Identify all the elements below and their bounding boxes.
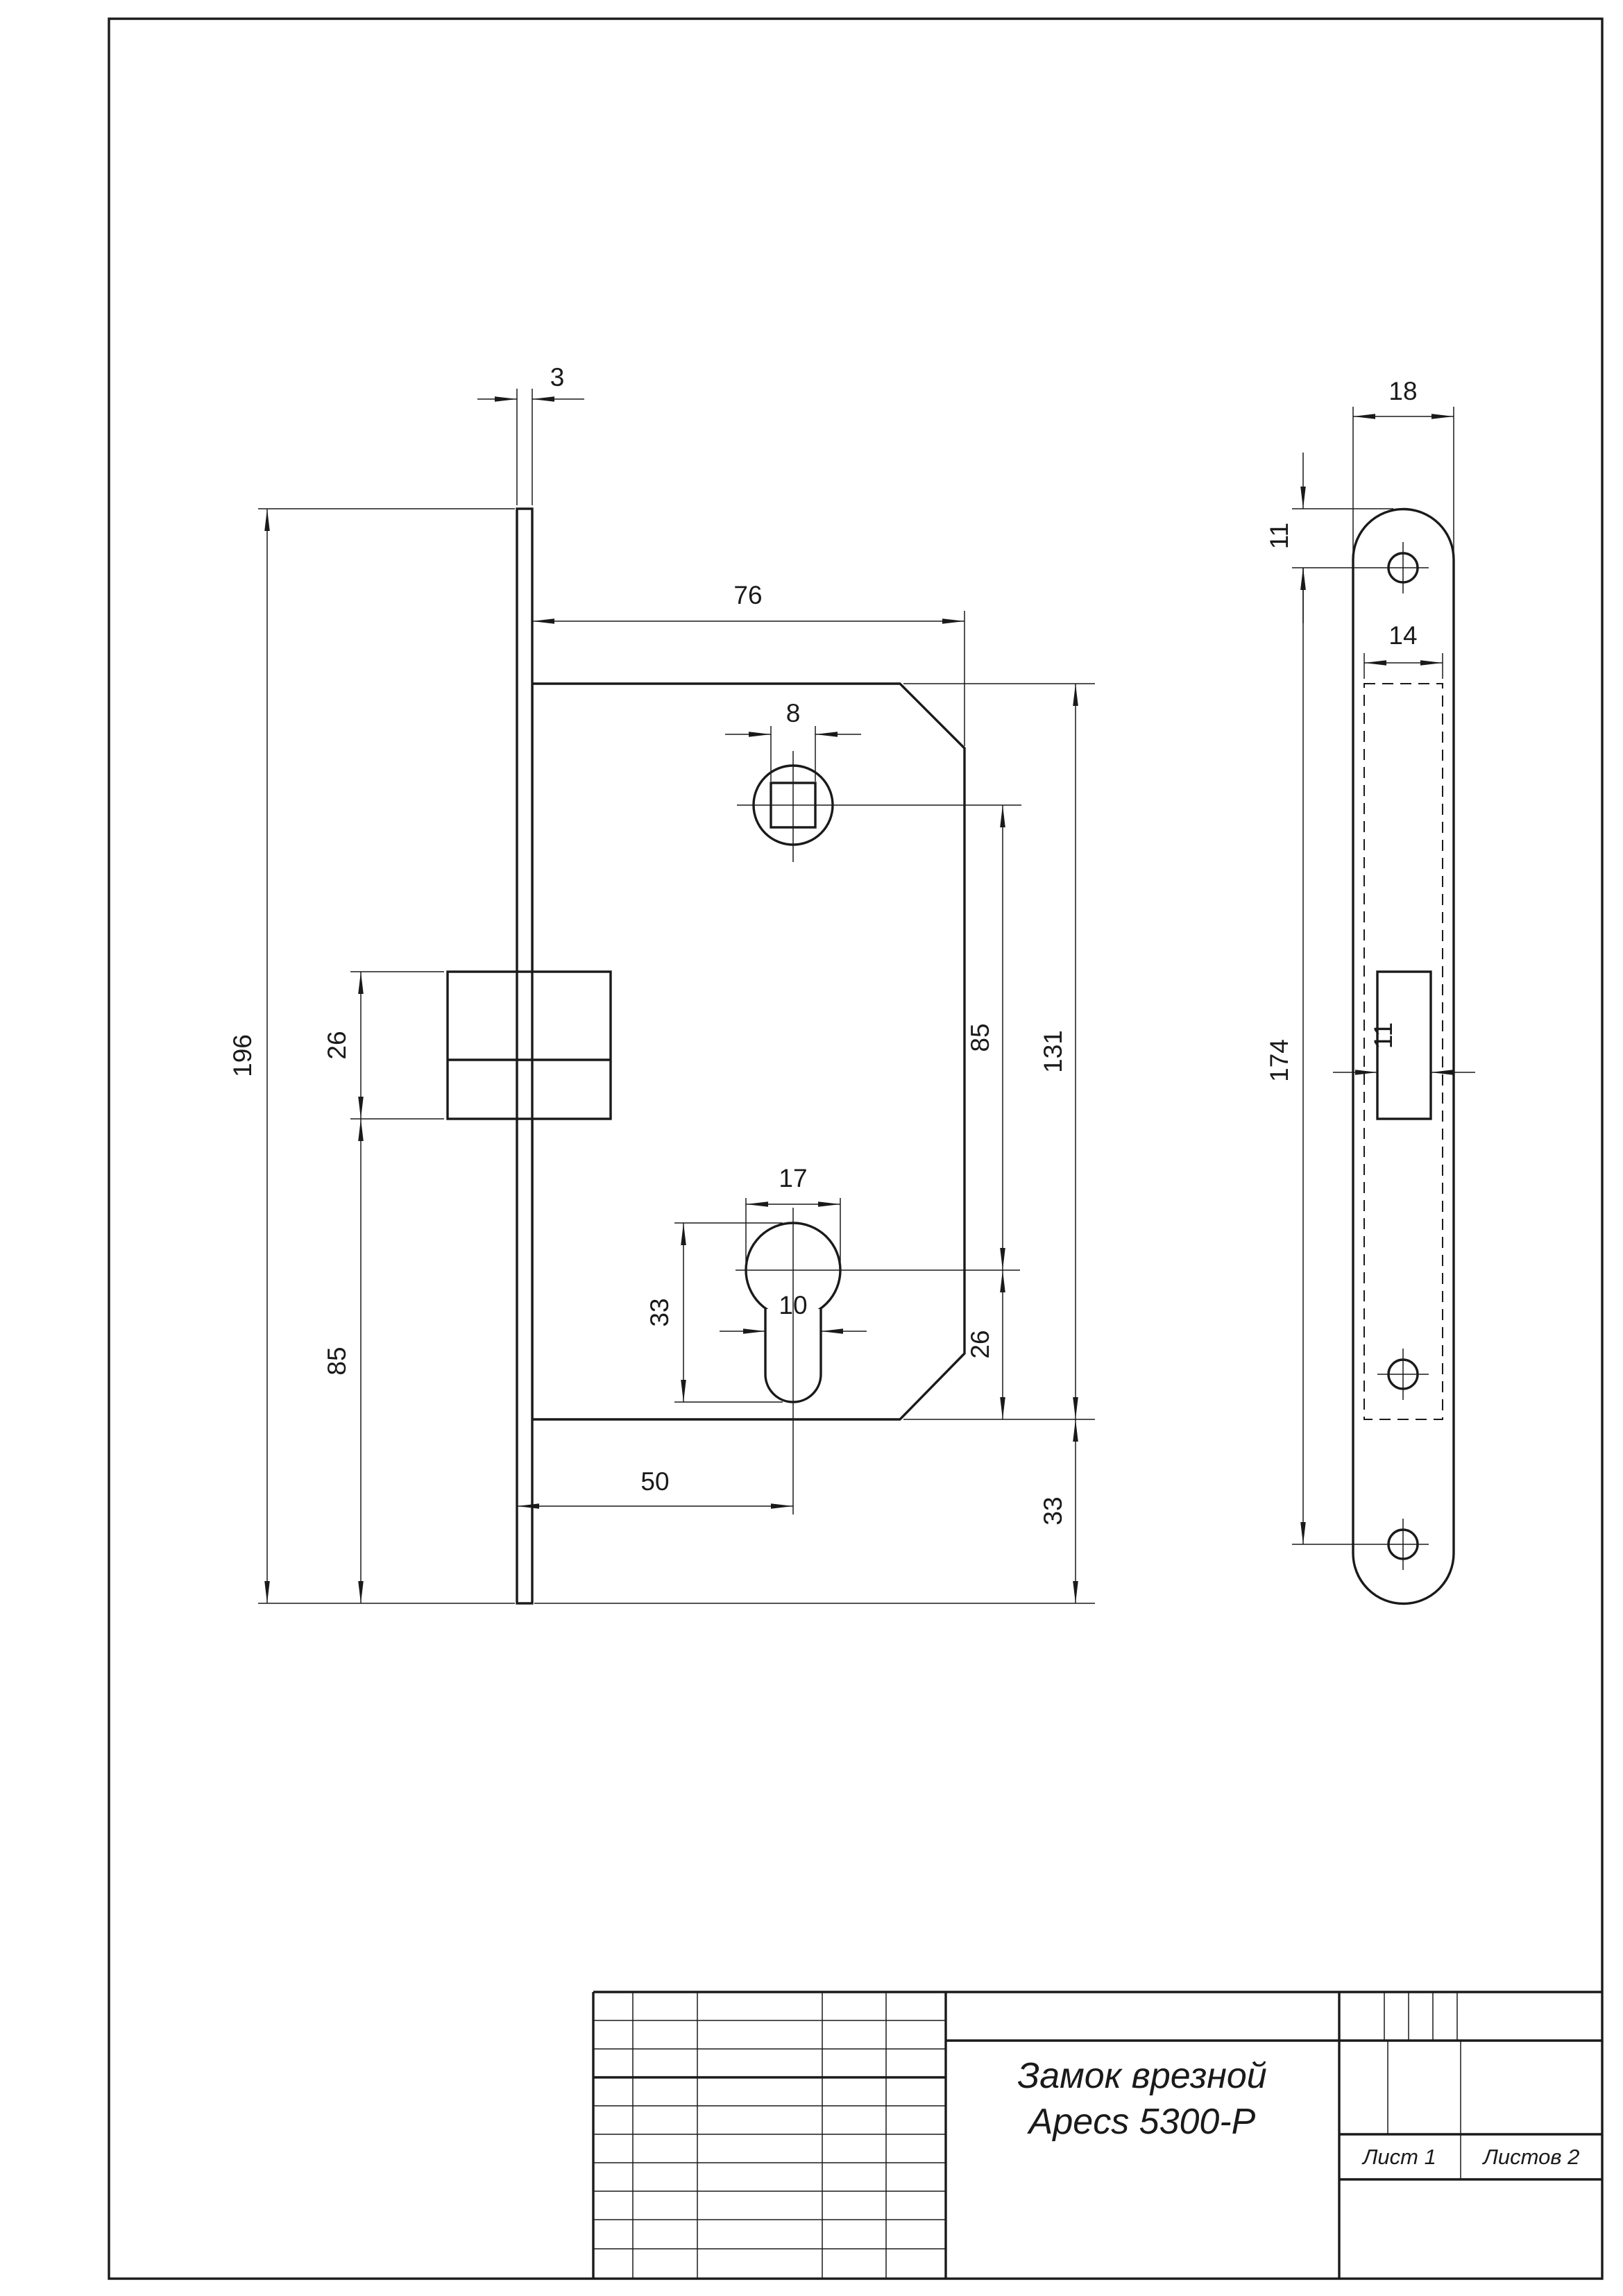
- faceplate-dimension-lines: [1300, 414, 1475, 1544]
- dim-latch-to-plate-bottom: 85: [323, 1347, 351, 1375]
- front-view-extension-lines: [258, 389, 1095, 1604]
- dim-faceplate-width: 18: [1388, 377, 1417, 405]
- dim-body-height: 131: [1039, 1030, 1067, 1073]
- mounting-hole-top: [1377, 542, 1429, 593]
- front-view: 3 76 8 196 26 85 85 131 17 33 10 26 50 3…: [228, 363, 1095, 1605]
- faceplate-extension-lines: [1292, 407, 1454, 1545]
- title-block: Замок врезной Apecs 5300-P Лист 1 Листов…: [592, 1991, 1602, 2279]
- dim-top-hole-offset: 11: [1265, 523, 1293, 549]
- dim-hole-spacing: 174: [1265, 1039, 1293, 1082]
- faceplate-dimension-labels: 18 11 14 174 11: [1265, 377, 1418, 1082]
- dim-cutout-width: 14: [1388, 621, 1417, 650]
- dim-body-to-plate-bottom: 33: [1039, 1496, 1067, 1525]
- sheet-count-label: Листов 2: [1482, 2145, 1580, 2169]
- dim-keyhole-height: 33: [645, 1298, 674, 1326]
- dim-cylinder-to-body-bottom: 26: [966, 1330, 994, 1358]
- mounting-hole-middle: [1377, 1349, 1429, 1400]
- dim-plate-height: 196: [228, 1034, 257, 1077]
- dim-spindle-to-cylinder: 85: [966, 1023, 994, 1052]
- dim-spindle-square: 8: [786, 699, 801, 727]
- dim-plate-thickness: 3: [550, 363, 565, 391]
- dim-latch-height: 26: [323, 1031, 351, 1059]
- cylinder-hole: [736, 1208, 1020, 1514]
- dim-slot-width: 10: [779, 1291, 807, 1319]
- title-block-thick-lines: [592, 1991, 1602, 2279]
- spindle-hole: [737, 751, 1021, 862]
- title-block-thin-lines: [593, 1992, 1461, 2279]
- latch-cutout: [1376, 970, 1432, 1120]
- faceplate-cutout-dashed: [1363, 683, 1443, 1420]
- front-view-dimension-labels: 3 76 8 196 26 85 85 131 17 33 10 26 50 3…: [228, 363, 1067, 1526]
- front-view-dimension-lines: [264, 396, 1078, 1603]
- faceplate-view: 18 11 14 174 11: [1265, 377, 1475, 1605]
- mounting-hole-bottom: [1377, 1519, 1429, 1570]
- dim-latch-cutout-width: 11: [1369, 1022, 1397, 1049]
- title-product-line1: Замок врезной: [1017, 2056, 1266, 2096]
- title-product-line2: Apecs 5300-P: [1027, 2102, 1256, 2142]
- latch-bolt: [446, 970, 612, 1120]
- dim-backset: 50: [640, 1467, 669, 1496]
- sheet-number-label: Лист 1: [1361, 2145, 1436, 2169]
- dim-cylinder-diameter: 17: [779, 1164, 807, 1192]
- dim-body-width: 76: [733, 581, 762, 609]
- sheet-frame: [108, 17, 1604, 2280]
